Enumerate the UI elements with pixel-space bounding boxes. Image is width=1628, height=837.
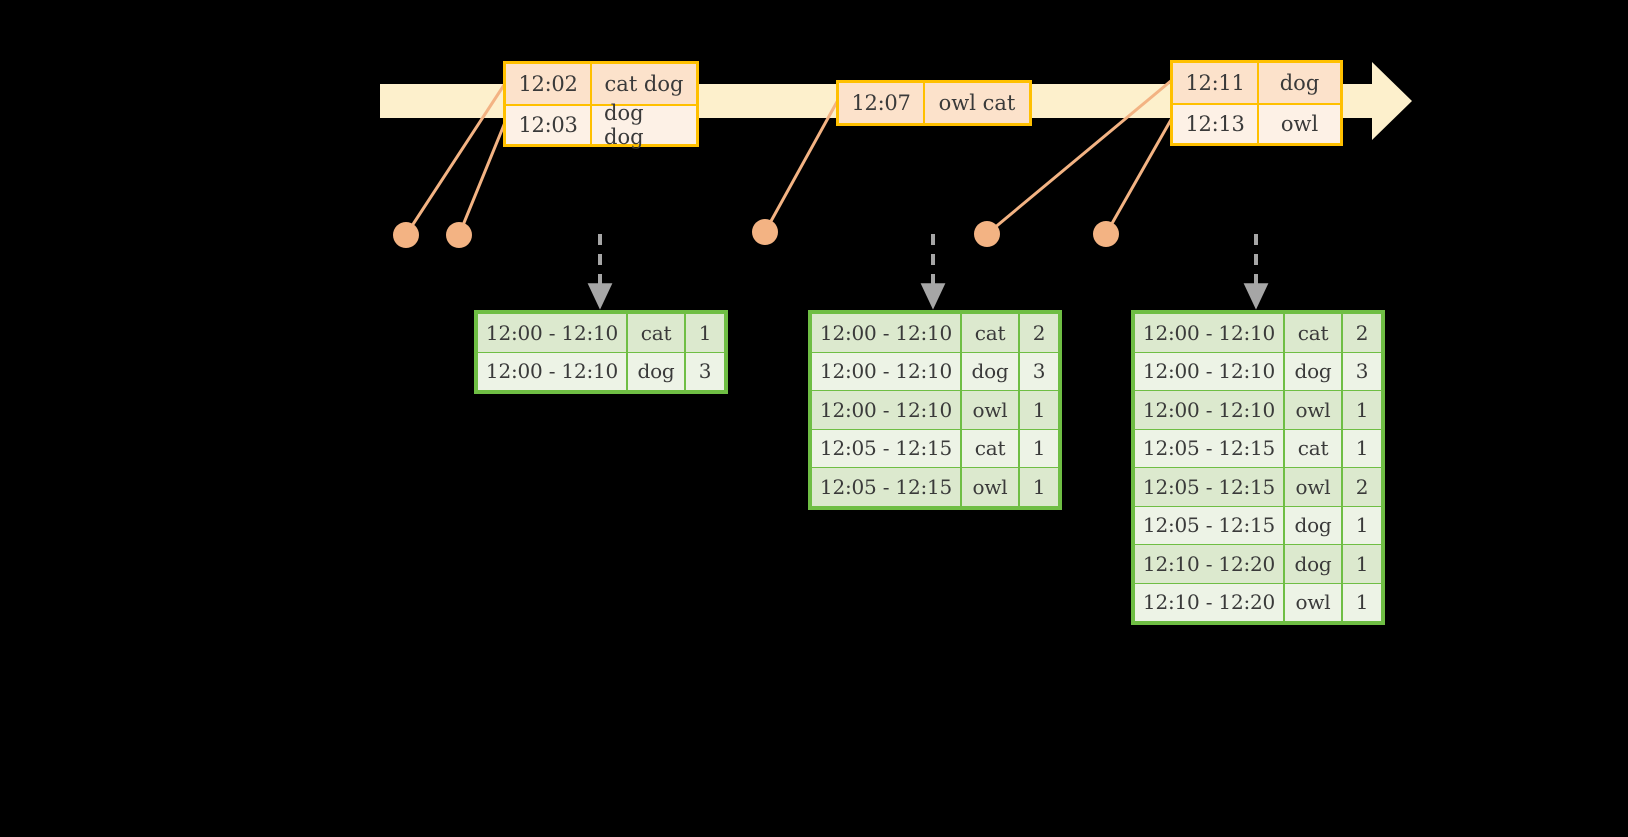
- result-table-1[interactable]: 12:00 - 12:10 cat 1 12:00 - 12:10 dog 3: [474, 310, 728, 394]
- event-dot-2: [446, 222, 472, 248]
- cell-window: 12:00 - 12:10: [812, 391, 960, 429]
- cell-window: 12:00 - 12:10: [478, 352, 626, 390]
- cell-window: 12:00 - 12:10: [1135, 314, 1283, 352]
- event-row: 12:03 dog dog: [506, 101, 696, 149]
- event-dot-3: [752, 219, 778, 245]
- cell-window: 12:05 - 12:15: [812, 429, 960, 467]
- cell-window: 12:00 - 12:10: [478, 314, 626, 352]
- cell-count: 1: [1020, 429, 1058, 467]
- cell-key: dog: [628, 352, 684, 390]
- cell-key: owl: [962, 468, 1018, 506]
- event-row: 12:13 owl: [1173, 103, 1340, 143]
- cell-window: 12:10 - 12:20: [1135, 583, 1283, 621]
- table-row: 12:00 - 12:10 cat 1: [478, 314, 724, 352]
- event-time: 12:11: [1173, 63, 1259, 103]
- cell-count: 2: [1343, 468, 1381, 506]
- cell-key: owl: [1285, 583, 1341, 621]
- cell-key: cat: [962, 429, 1018, 467]
- table-row: 12:05 - 12:15 cat 1: [1135, 429, 1381, 467]
- connector-3: [763, 98, 840, 234]
- cell-window: 12:00 - 12:10: [812, 352, 960, 390]
- cell-window: 12:00 - 12:10: [812, 314, 960, 352]
- event-row: 12:11 dog: [1173, 63, 1340, 103]
- table-row: 12:00 - 12:10 cat 2: [812, 314, 1058, 352]
- table-row: 12:00 - 12:10 cat 2: [1135, 314, 1381, 352]
- table-row: 12:10 - 12:20 owl 1: [1135, 583, 1381, 621]
- cell-key: cat: [1285, 314, 1341, 352]
- cell-window: 12:05 - 12:15: [1135, 429, 1283, 467]
- cell-key: owl: [1285, 391, 1341, 429]
- table-row: 12:05 - 12:15 owl 2: [1135, 468, 1381, 506]
- table-row: 12:05 - 12:15 owl 1: [812, 468, 1058, 506]
- table-row: 12:00 - 12:10 dog 3: [478, 352, 724, 390]
- table-row: 12:00 - 12:10 owl 1: [812, 391, 1058, 429]
- table-row: 12:00 - 12:10 dog 3: [1135, 352, 1381, 390]
- connector-2: [457, 118, 508, 237]
- table-row: 12:00 - 12:10 dog 3: [812, 352, 1058, 390]
- cell-window: 12:10 - 12:20: [1135, 545, 1283, 583]
- event-text: owl cat: [938, 91, 1016, 115]
- event-box-2[interactable]: 12:07 owl cat: [836, 80, 1032, 126]
- cell-key: owl: [1285, 468, 1341, 506]
- cell-count: 1: [1020, 468, 1058, 506]
- cell-key: cat: [1285, 429, 1341, 467]
- event-text: cat dog: [604, 72, 684, 96]
- flow-arrows: [587, 234, 1269, 310]
- event-time: 12:03: [506, 106, 592, 144]
- event-box-3[interactable]: 12:11 dog 12:13 owl: [1170, 60, 1343, 146]
- connector-5: [1104, 116, 1174, 236]
- cell-key: cat: [628, 314, 684, 352]
- event-dot-5: [1093, 221, 1119, 247]
- event-time: 12:13: [1173, 105, 1259, 143]
- event-time: 12:02: [506, 64, 592, 104]
- cell-key: dog: [962, 352, 1018, 390]
- cell-key: owl: [962, 391, 1018, 429]
- event-dot-1: [393, 222, 419, 248]
- cell-window: 12:05 - 12:15: [812, 468, 960, 506]
- cell-key: dog: [1285, 545, 1341, 583]
- result-table-2[interactable]: 12:00 - 12:10 cat 2 12:00 - 12:10 dog 3 …: [808, 310, 1062, 510]
- table-row: 12:10 - 12:20 dog 1: [1135, 545, 1381, 583]
- cell-count: 1: [1343, 545, 1381, 583]
- event-row: 12:07 owl cat: [839, 83, 1029, 123]
- cell-key: cat: [962, 314, 1018, 352]
- cell-count: 3: [686, 352, 724, 390]
- cell-count: 1: [686, 314, 724, 352]
- cell-count: 2: [1343, 314, 1381, 352]
- table-row: 12:05 - 12:15 cat 1: [812, 429, 1058, 467]
- event-dots: [393, 219, 1119, 248]
- cell-key: dog: [1285, 352, 1341, 390]
- cell-window: 12:00 - 12:10: [1135, 352, 1283, 390]
- cell-count: 1: [1020, 391, 1058, 429]
- event-text: dog dog: [604, 101, 644, 149]
- event-row: 12:02 cat dog: [506, 64, 696, 104]
- table-row: 12:05 - 12:15 dog 1: [1135, 506, 1381, 544]
- cell-count: 1: [1343, 583, 1381, 621]
- cell-count: 1: [1343, 391, 1381, 429]
- result-table-3[interactable]: 12:00 - 12:10 cat 2 12:00 - 12:10 dog 3 …: [1131, 310, 1385, 625]
- cell-count: 1: [1343, 506, 1381, 544]
- event-dot-4: [974, 221, 1000, 247]
- event-text: owl: [1280, 112, 1319, 136]
- cell-window: 12:05 - 12:15: [1135, 506, 1283, 544]
- cell-count: 3: [1020, 352, 1058, 390]
- event-time: 12:07: [839, 83, 925, 123]
- cell-count: 1: [1343, 429, 1381, 467]
- event-text: dog: [1279, 71, 1320, 95]
- cell-window: 12:05 - 12:15: [1135, 468, 1283, 506]
- event-box-1[interactable]: 12:02 cat dog 12:03 dog dog: [503, 61, 699, 149]
- cell-key: dog: [1285, 506, 1341, 544]
- cell-count: 3: [1343, 352, 1381, 390]
- cell-window: 12:00 - 12:10: [1135, 391, 1283, 429]
- cell-count: 2: [1020, 314, 1058, 352]
- table-row: 12:00 - 12:10 owl 1: [1135, 391, 1381, 429]
- connector-1: [404, 80, 508, 237]
